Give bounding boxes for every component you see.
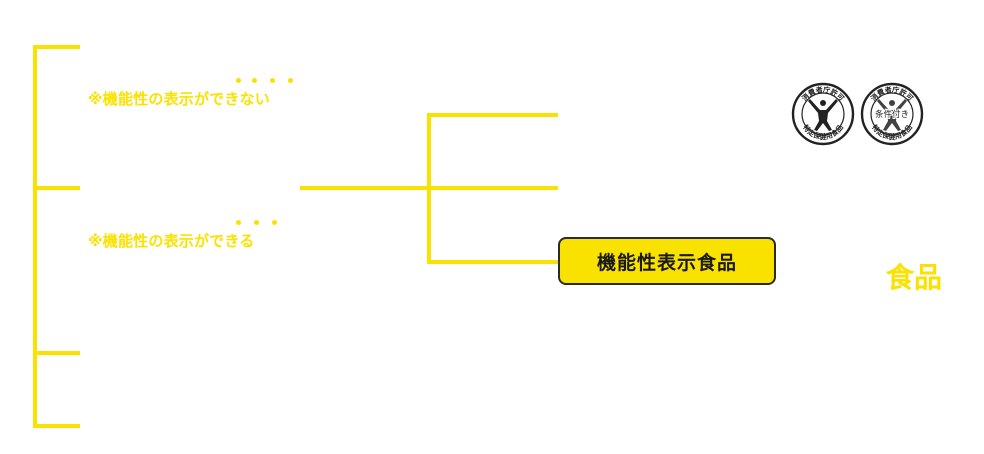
branch-middle [427,186,558,190]
left-bracket-tick-lower-mid [33,351,80,355]
emphasis-dot [288,78,293,83]
emphasis-dot [270,78,275,83]
seal-middle-text: 条件付き [875,109,909,120]
emphasis-dot [252,78,257,83]
note-can-display: ※機能性の表示ができる [88,232,255,250]
emphasis-dot [236,78,241,83]
tokuho-seal: 消費者庁許可 特定保健用食品 [791,82,855,146]
emphasis-dot [254,220,259,225]
emphasis-dot [272,220,277,225]
emphasis-dot [236,220,241,225]
left-bracket-tick-upper-mid [33,186,80,190]
functional-food-box: 機能性表示食品 [558,237,776,285]
connector-horizontal [300,186,430,190]
left-bracket-tick-bottom [33,424,80,428]
branch-top [427,113,558,117]
food-label: 食品 [886,261,943,294]
person-raising-arms-icon [808,99,838,131]
conditional-tokuho-seal: 消費者庁許可 特定保健用食品 条件付き [860,82,924,146]
person-raising-arms-icon [877,99,907,131]
functional-food-label: 機能性表示食品 [596,251,737,274]
left-bracket-vertical [33,45,37,428]
branch-bottom [427,260,558,264]
left-bracket-tick-top [33,45,80,49]
note-cannot-display: ※機能性の表示ができない [88,90,270,108]
